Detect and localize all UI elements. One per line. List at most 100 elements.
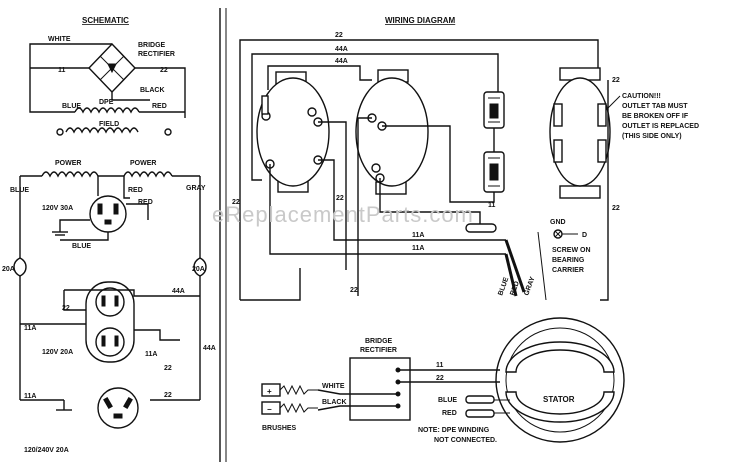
cable-2 xyxy=(504,253,518,297)
svg-text:NOTE: DPE WINDING: NOTE: DPE WINDING xyxy=(418,427,490,434)
wiring-label-11a-2: 11A xyxy=(412,232,424,239)
svg-text:CARRIER: CARRIER xyxy=(552,267,584,274)
schematic-label-bridge-2: RECTIFIER xyxy=(138,51,175,58)
schematic-label-11: 11 xyxy=(58,67,66,74)
svg-text:OUTLET IS REPLACED: OUTLET IS REPLACED xyxy=(622,123,699,130)
wire-22-top xyxy=(239,39,599,300)
fuse-holder-1 xyxy=(483,91,505,129)
schematic-label-11a: 11A xyxy=(24,325,36,332)
wiring-label-11-b: 11 xyxy=(436,362,444,369)
wiring-label-red-b: RED xyxy=(442,410,457,417)
receptacle-240v xyxy=(97,387,139,429)
wire-44a-2 xyxy=(267,65,372,90)
svg-text:OUTLET TAB MUST: OUTLET TAB MUST xyxy=(622,103,688,110)
schematic-duplex-right xyxy=(134,329,180,341)
dpe-lead-blue xyxy=(465,395,495,404)
wiring-label-44a-2: 44A xyxy=(335,58,348,65)
stator-label: STATOR xyxy=(543,395,575,404)
wire-11 xyxy=(379,178,481,226)
wiring-bridge-label-1: BRIDGE xyxy=(365,338,393,345)
wiring-label-brushes: BRUSHES xyxy=(262,425,297,432)
schematic-duplex-22 xyxy=(63,290,86,311)
wiring-bridge-label-2: RECTIFIER xyxy=(360,347,397,354)
fuse-right xyxy=(193,257,207,277)
svg-text:BEARING: BEARING xyxy=(552,257,585,264)
schematic-power-coil-right xyxy=(123,171,173,178)
wiring-bridge-rectifier xyxy=(349,357,411,421)
wiring-label-22-far: 22 xyxy=(612,205,620,212)
schematic-30a-ground xyxy=(59,219,90,232)
fuse-left xyxy=(13,257,27,277)
wiring-label-44a-1: 44A xyxy=(335,46,348,53)
schematic-field-terminal-left xyxy=(56,128,64,136)
schematic-white-wire xyxy=(29,43,112,68)
dpe-lead-red xyxy=(465,409,495,418)
schematic-duplex-44a xyxy=(64,289,200,297)
wire-22-left xyxy=(240,268,301,301)
wire-left-outlet-a xyxy=(251,112,262,181)
schematic-field-terminal-right xyxy=(164,128,172,136)
schematic-red-drop xyxy=(123,176,130,199)
schematic-title: SCHEMATIC xyxy=(82,16,129,25)
schematic-label-120-240v: 120/240V 20A xyxy=(24,447,69,454)
svg-text:NOT CONNECTED.: NOT CONNECTED. xyxy=(434,437,497,444)
schematic-label-white: WHITE xyxy=(48,36,71,43)
wire-22-mid1 xyxy=(318,121,347,270)
wiring-label-gray: GRAY xyxy=(523,276,536,297)
stator xyxy=(495,317,625,443)
cable-1 xyxy=(504,239,526,293)
schematic-label-power-right: POWER xyxy=(130,160,156,167)
outlet-left xyxy=(256,71,330,193)
watermark: eReplacementParts.com xyxy=(212,202,474,227)
wiring-label-22-left: 22 xyxy=(232,199,240,206)
schematic-power-coil-left xyxy=(41,171,99,178)
schematic-left-rail xyxy=(29,68,75,113)
wire-11a-2 xyxy=(318,159,506,241)
wiring-label-22-mid1: 22 xyxy=(336,195,344,202)
schematic-label-blue: BLUE xyxy=(62,103,81,110)
wire-mid-to-fuse xyxy=(382,125,495,203)
brush-plus: + xyxy=(267,387,272,396)
schematic-30a-red xyxy=(126,203,149,220)
receptacle-30a xyxy=(89,195,127,233)
svg-text:BE BROKEN OFF IF: BE BROKEN OFF IF xyxy=(622,113,689,120)
wiring-label-white: WHITE xyxy=(322,383,345,390)
wire-22-far xyxy=(600,170,609,301)
fuse-holder-2 xyxy=(483,151,505,193)
receptacle-20a-duplex xyxy=(85,281,135,363)
ground-screw xyxy=(553,229,563,239)
wiring-label-gnd: GND xyxy=(550,219,566,226)
schematic-field-coil xyxy=(65,127,139,134)
schematic-label-field: FIELD xyxy=(99,121,119,128)
caution-leader xyxy=(605,95,621,111)
wiring-label-11a-1: 11A xyxy=(412,245,424,252)
wire-white xyxy=(317,389,398,395)
schematic-black-wire xyxy=(111,92,150,101)
brushes xyxy=(261,383,318,415)
outlet-middle xyxy=(355,69,429,195)
schematic-label-dpe: DPE xyxy=(99,99,114,106)
screw-note: SCREW ON BEARING CARRIER xyxy=(552,247,591,274)
schematic-label-120v-30a: 120V 30A xyxy=(42,205,73,212)
schematic-label-120v-20a: 120V 20A xyxy=(42,349,73,356)
schematic-label-44a-b: 44A xyxy=(203,345,216,352)
outlet-right-240v xyxy=(549,67,611,199)
caution-note: CAUTION!!! OUTLET TAB MUST BE BROKEN OFF… xyxy=(622,93,699,140)
svg-text:(THIS SIDE ONLY): (THIS SIDE ONLY) xyxy=(622,133,682,140)
wiring-label-22-b: 22 xyxy=(436,375,444,382)
svg-text:SCREW ON: SCREW ON xyxy=(552,247,591,254)
schematic-label-red: RED xyxy=(152,103,167,110)
schematic-label-black: BLACK xyxy=(140,87,165,94)
schematic-label-22d: 22 xyxy=(164,392,172,399)
schematic-label-blue3: BLUE xyxy=(72,243,91,250)
schematic-label-fuse-left: 20A xyxy=(2,266,15,273)
schematic-label-red3: RED xyxy=(138,199,153,206)
wiring-label-blue-b: BLUE xyxy=(438,397,457,404)
wiring-label-d: D xyxy=(582,232,587,239)
schematic-30a-blue xyxy=(60,232,109,241)
connector-11 xyxy=(465,223,497,233)
wiring-label-red: RED xyxy=(509,280,521,296)
schematic-label-bridge-1: BRIDGE xyxy=(138,42,166,49)
schematic-label-gray: GRAY xyxy=(186,185,206,192)
